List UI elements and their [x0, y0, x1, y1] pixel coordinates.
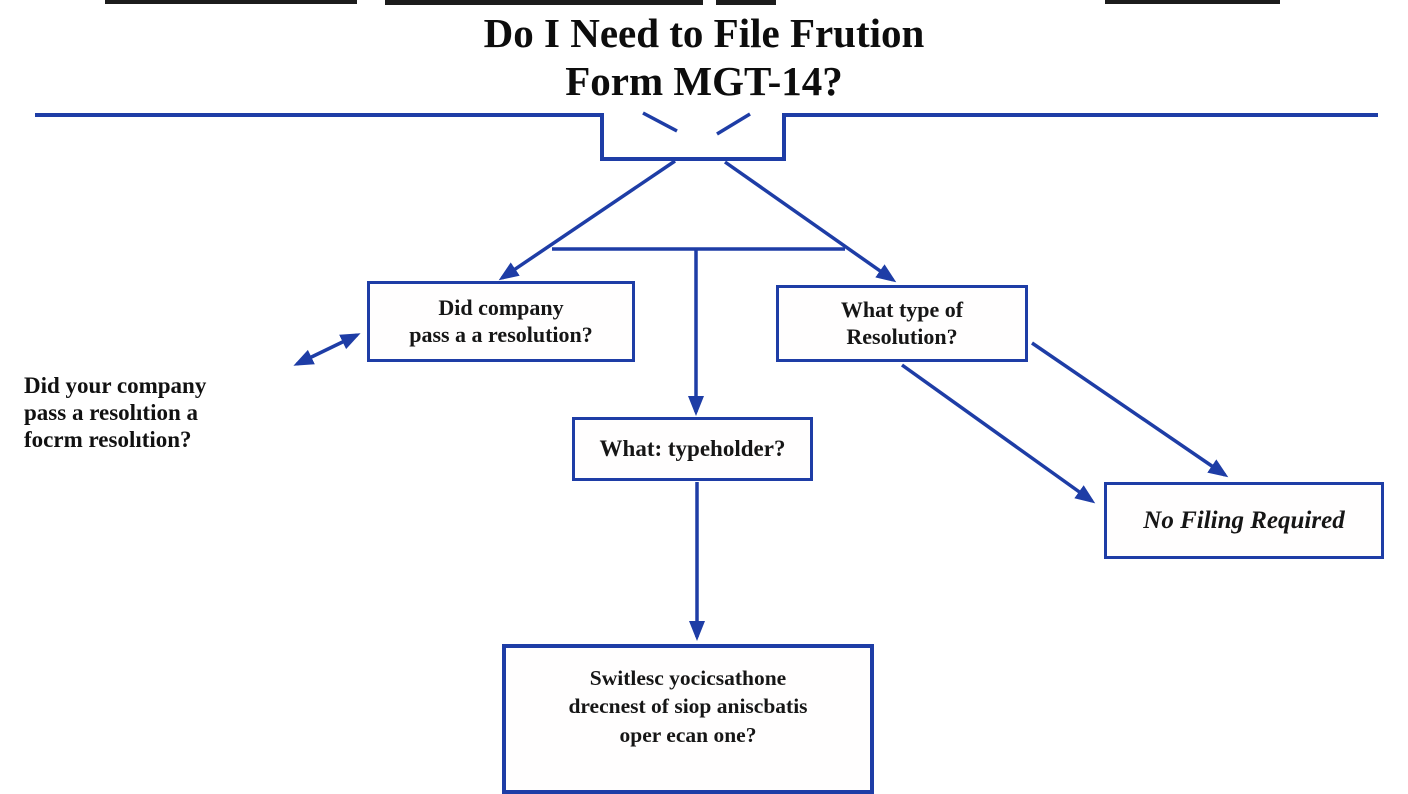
header-rule-with-notch — [35, 113, 1378, 161]
node-what-type-line1: What type of — [840, 297, 964, 323]
top-crop-artifact — [105, 0, 357, 4]
arrow-to-no-filing-lower — [900, 363, 1096, 504]
double-arrow-side-label — [293, 333, 361, 366]
arrow-to-what-type — [723, 160, 897, 283]
arrow-to-did-company — [498, 159, 676, 281]
top-crop-artifact — [716, 0, 776, 5]
notch-dash-right — [716, 112, 751, 136]
node-no-filing-text: No Filing Required — [1143, 506, 1345, 534]
page-title-line1: Do I Need to File Frution — [483, 10, 925, 56]
side-label-line2: pass a resolıtion a — [24, 400, 199, 426]
node-no-filing: No Filing Required — [1104, 482, 1384, 559]
side-label-line3: focrm resolıtion? — [24, 427, 192, 453]
page-title-line2: Form MGT-14? — [565, 57, 843, 104]
node-did-company-line2: pass a a resolution? — [409, 321, 593, 347]
node-what-type: What type of Resolution? — [776, 285, 1028, 362]
node-bottom-line2: drecnest of siop aniscbatis — [568, 694, 808, 719]
arrow-to-no-filing-upper — [1031, 341, 1229, 478]
flowchart-connectors — [35, 111, 1378, 641]
node-did-company: Did company pass a a resolution? — [367, 281, 635, 362]
side-label-line1: Did your company — [24, 373, 207, 398]
notch-dash-left — [642, 111, 678, 133]
node-typeholder-text: What: typeholder? — [599, 436, 786, 461]
page-title: Do I Need to File Frution Form MGT-14? — [0, 10, 1408, 106]
side-label: Did your company pass a resolıtion a foc… — [24, 372, 274, 453]
node-did-company-line1: Did company — [438, 295, 564, 321]
node-bottom-line3: oper ecan one? — [619, 722, 757, 747]
node-typeholder: What: typeholder? — [572, 417, 813, 481]
top-crop-artifact — [1105, 0, 1280, 4]
node-bottom-line1: Switlesc yocicsathone — [589, 666, 787, 690]
node-bottom: Switlesc yocicsathone drecnest of siop a… — [502, 644, 874, 794]
node-what-type-line2: Resolution? — [846, 323, 958, 349]
top-crop-artifact — [385, 0, 703, 5]
